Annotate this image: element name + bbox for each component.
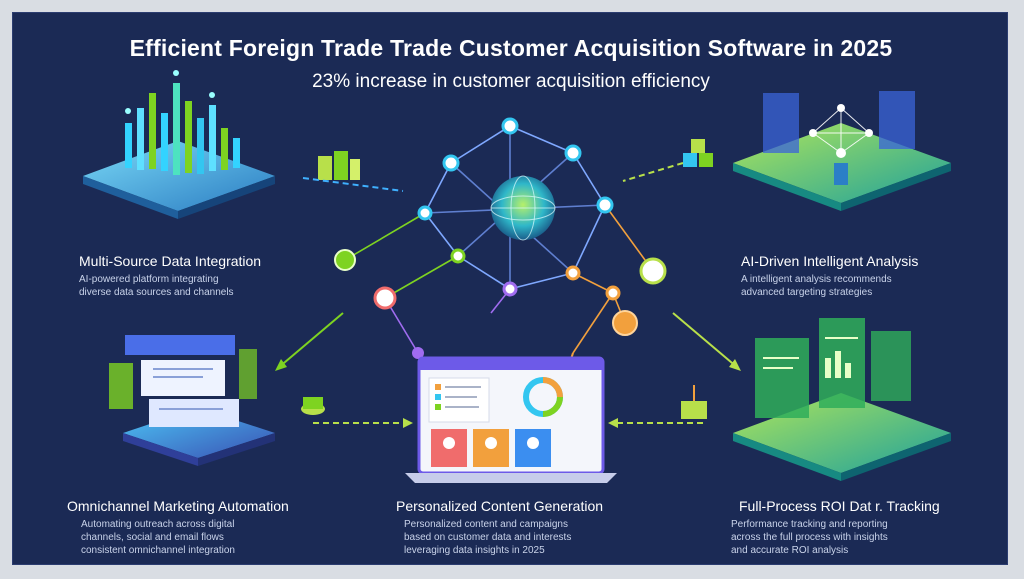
content-generation-label: Personalized Content Generation <box>396 498 604 514</box>
roi-tracking-desc: Performance tracking and reporting acros… <box>731 519 888 556</box>
roi-tracking-label: Full-Process ROI Dat r. Tracking <box>739 498 940 514</box>
ai-analysis-label: AI-Driven Intelligent Analysis <box>741 253 919 269</box>
laptop-dashboard <box>405 356 617 483</box>
data-integration-platform <box>83 70 275 219</box>
central-network <box>344 125 654 354</box>
data-cubes-bottom-left <box>301 397 325 415</box>
page-subtitle: 23% increase in customer acquisition eff… <box>312 71 710 92</box>
content-generation-desc: Personalized content and campaigns based… <box>404 519 572 556</box>
infographic-frame: Efficient Foreign Trade Trade Customer A… <box>12 12 1008 565</box>
marketing-automation-label: Omnichannel Marketing Automation <box>67 498 289 514</box>
data-cubes-right <box>683 139 713 167</box>
roi-tracking-platform <box>733 318 951 481</box>
bar-chart-towers <box>125 70 240 175</box>
diagram-graphics <box>83 70 951 483</box>
globe-icon <box>490 175 556 241</box>
data-integration-desc: AI-powered platform integrating diverse … <box>79 274 234 298</box>
data-cubes-bottom-right <box>681 385 707 419</box>
marketing-automation-platform <box>109 335 275 466</box>
ai-analysis-desc: A intelligent analysis recommends advanc… <box>741 274 892 298</box>
data-cubes-left <box>318 151 360 180</box>
data-integration-label: Multi-Source Data Integration <box>79 253 262 269</box>
network-nodes <box>334 117 667 359</box>
page-title: Efficient Foreign Trade Trade Customer A… <box>129 35 893 61</box>
ai-analysis-platform <box>733 91 951 211</box>
flow-arrows <box>275 162 741 428</box>
marketing-automation-desc: Automating outreach across digital chann… <box>81 519 235 556</box>
